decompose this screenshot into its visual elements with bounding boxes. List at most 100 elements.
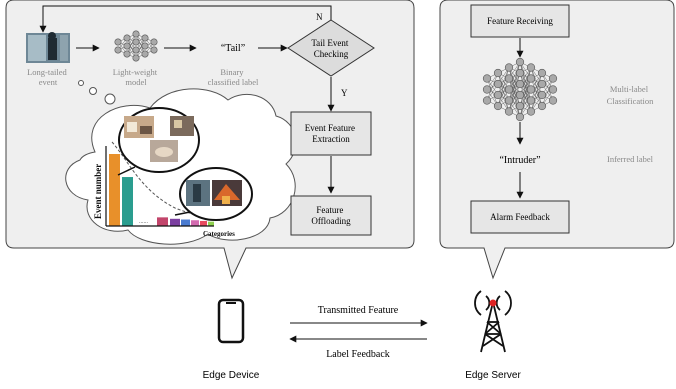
offloading-label: Feature Offloading (311, 205, 351, 226)
chart-bar (170, 218, 180, 226)
chart-bar (191, 220, 199, 226)
nn-edge (508, 72, 521, 112)
nn-node (504, 107, 514, 116)
nn-node (493, 68, 503, 78)
nn-edge (135, 37, 146, 59)
nn-node (548, 96, 558, 105)
nn-node (150, 38, 158, 46)
chart-bar (181, 219, 190, 226)
nn-edge (508, 83, 521, 112)
smartphone-icon (217, 298, 245, 344)
neural-network-icon (114, 30, 158, 62)
nn-node (114, 46, 122, 54)
nn-node (132, 54, 140, 62)
nn-node (515, 112, 525, 122)
nn-node (515, 90, 525, 100)
nn-node (537, 90, 547, 100)
nn-node (504, 85, 514, 94)
nn-node (114, 38, 122, 46)
tail-event-check-diamond (287, 19, 375, 77)
label-feedback-label: Label Feedback (326, 349, 390, 360)
chart-bar (200, 220, 207, 226)
nn-edge (486, 72, 499, 101)
nn-node (526, 107, 536, 116)
callout-connector (174, 211, 191, 216)
loop-no-label: N (316, 12, 323, 22)
nn-node (141, 34, 149, 42)
model-label: Light-weight model (113, 67, 160, 87)
nn-edge (497, 67, 510, 107)
nn-edge (497, 78, 510, 107)
nn-node (526, 74, 536, 83)
nn-node (482, 85, 492, 94)
tail-class-callout (179, 167, 253, 221)
loop-back-arrow (39, 5, 332, 33)
nn-edge (519, 67, 532, 107)
nn-node (515, 101, 525, 111)
tail-event-check-label: Tail Event Checking (311, 38, 350, 59)
nn-node (504, 74, 514, 83)
tower-signal-dot (489, 299, 497, 307)
nn-node (123, 34, 131, 42)
nn-node (548, 85, 558, 94)
yes-label: Y (341, 88, 348, 98)
nn-node (526, 63, 536, 72)
nn-edge (508, 61, 521, 90)
nn-edge (519, 67, 532, 96)
edge-server-label: Edge Server (465, 370, 521, 381)
chart-bar (109, 154, 120, 226)
nn-edge (519, 78, 532, 118)
event-feature-extraction-box (290, 111, 372, 156)
chart-xlabel: Categories (203, 230, 235, 238)
chart-bar (122, 177, 133, 226)
chart-ylabel: Event number (93, 164, 103, 219)
intruder-label: “Intruder” (499, 155, 540, 166)
extraction-label: Event Feature Extraction (305, 123, 357, 144)
nn-edge (530, 83, 543, 112)
feature-receiving-label: Feature Receiving (487, 16, 553, 26)
tail-label: “Tail” (221, 43, 245, 54)
nn-node (123, 42, 131, 50)
feature-receiving-box (470, 4, 570, 38)
nn-edge (530, 72, 543, 112)
chart-bar (157, 217, 168, 226)
long-tailed-event-label: Long-tailed event (27, 67, 69, 87)
nn-node (493, 79, 503, 89)
multi-label-network-icon (482, 57, 558, 122)
nn-node (537, 79, 547, 89)
nn-node (504, 63, 514, 72)
head-class-callout (118, 107, 200, 173)
chart-bar (208, 221, 214, 226)
nn-edge (541, 78, 554, 107)
nn-node (493, 90, 503, 100)
nn-node (150, 46, 158, 54)
nn-node (515, 57, 525, 67)
nn-node (537, 101, 547, 111)
nn-node (537, 68, 547, 78)
classification-note: Multi-label Classification (607, 84, 654, 106)
nn-node (482, 96, 492, 105)
nn-node (515, 79, 525, 89)
nn-edge (530, 72, 543, 101)
edge-device-label: Edge Device (203, 370, 260, 381)
feature-offloading-box (290, 195, 372, 236)
nn-node (526, 96, 536, 105)
long-tailed-event-photo (26, 32, 70, 63)
nn-node (493, 101, 503, 111)
cell-tower-icon (474, 290, 512, 353)
nn-node (515, 68, 525, 78)
server-panel (439, 0, 675, 280)
nn-edge (519, 89, 532, 118)
nn-node (132, 38, 140, 46)
nn-node (123, 50, 131, 58)
binary-label-caption: Binary classified label (208, 67, 259, 87)
nn-node (141, 42, 149, 50)
nn-node (504, 96, 514, 105)
nn-node (526, 85, 536, 94)
event-distribution-chart (109, 154, 214, 226)
nn-edge (508, 61, 521, 101)
alarm-feedback-label: Alarm Feedback (490, 212, 550, 222)
alarm-feedback-box (470, 200, 570, 234)
inferred-label-note: Inferred label (607, 154, 654, 164)
nn-edge (126, 33, 137, 55)
